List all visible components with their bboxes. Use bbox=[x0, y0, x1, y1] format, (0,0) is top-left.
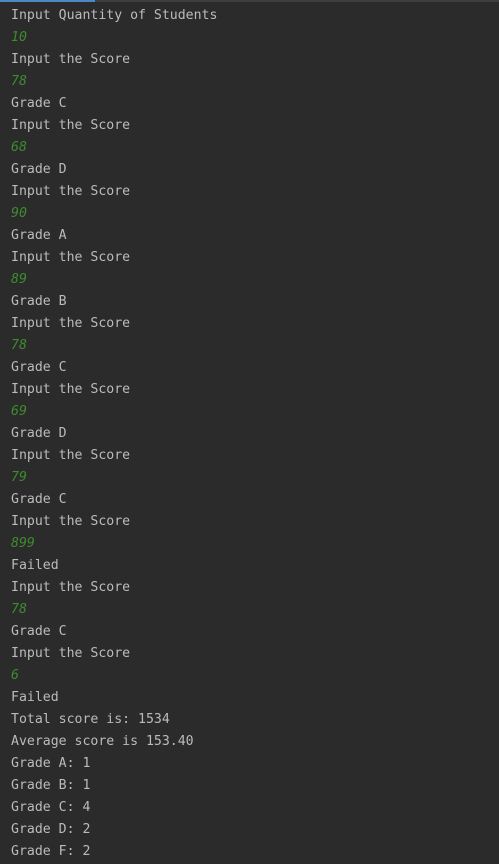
console-output-line: Grade A: 1 bbox=[11, 756, 91, 771]
console-user-input-line: 79 bbox=[11, 470, 27, 485]
console-output-line: Total score is: 1534 bbox=[11, 712, 170, 727]
console-output-line: Input the Score bbox=[11, 250, 131, 265]
console-output-line: Input the Score bbox=[11, 514, 131, 529]
console-user-input-line: 10 bbox=[11, 30, 27, 45]
console-output-line: Average score is 153.40 bbox=[11, 734, 194, 749]
console-output-line: Input the Score bbox=[11, 580, 131, 595]
console-user-input-line: 78 bbox=[11, 602, 27, 617]
console-user-input-line: 899 bbox=[11, 536, 35, 551]
console-output-line: Failed bbox=[11, 690, 59, 705]
console-output-line: Grade D bbox=[11, 162, 67, 177]
console-output-line: Input Quantity of Students bbox=[11, 8, 218, 23]
console-user-input-line: 6 bbox=[11, 668, 19, 683]
console-output-line: Grade A bbox=[11, 228, 67, 243]
console-output-line: Grade D: 2 bbox=[11, 822, 91, 837]
console-user-input-line: 78 bbox=[11, 74, 27, 89]
console-output-line: Grade C bbox=[11, 96, 67, 111]
console-output-line: Grade C bbox=[11, 624, 67, 639]
console-output-line: Grade D bbox=[11, 426, 67, 441]
console-user-input-line: 69 bbox=[11, 404, 27, 419]
console-user-input-line: 68 bbox=[11, 140, 27, 155]
console-output-line: Grade C bbox=[11, 492, 67, 507]
console-top-border bbox=[0, 0, 499, 2]
console-output-line: Grade B: 1 bbox=[11, 778, 91, 793]
run-console-output[interactable]: Input Quantity of Students 10 Input the … bbox=[11, 5, 499, 863]
console-output-line: Input the Score bbox=[11, 646, 131, 661]
console-output-line: Grade F: 2 bbox=[11, 844, 91, 859]
console-output-line: Grade B bbox=[11, 294, 67, 309]
console-output-line: Input the Score bbox=[11, 316, 131, 331]
console-output-line: Grade C bbox=[11, 360, 67, 375]
console-output-line: Input the Score bbox=[11, 448, 131, 463]
console-output-line: Input the Score bbox=[11, 118, 131, 133]
console-output-line: Input the Score bbox=[11, 382, 131, 397]
console-output-line: Input the Score bbox=[11, 52, 131, 67]
console-user-input-line: 89 bbox=[11, 272, 27, 287]
console-user-input-line: 90 bbox=[11, 206, 27, 221]
console-output-line: Failed bbox=[11, 558, 59, 573]
console-user-input-line: 78 bbox=[11, 338, 27, 353]
console-output-line: Input the Score bbox=[11, 184, 131, 199]
active-tab-indicator bbox=[0, 0, 95, 2]
console-output-line: Grade C: 4 bbox=[11, 800, 91, 815]
